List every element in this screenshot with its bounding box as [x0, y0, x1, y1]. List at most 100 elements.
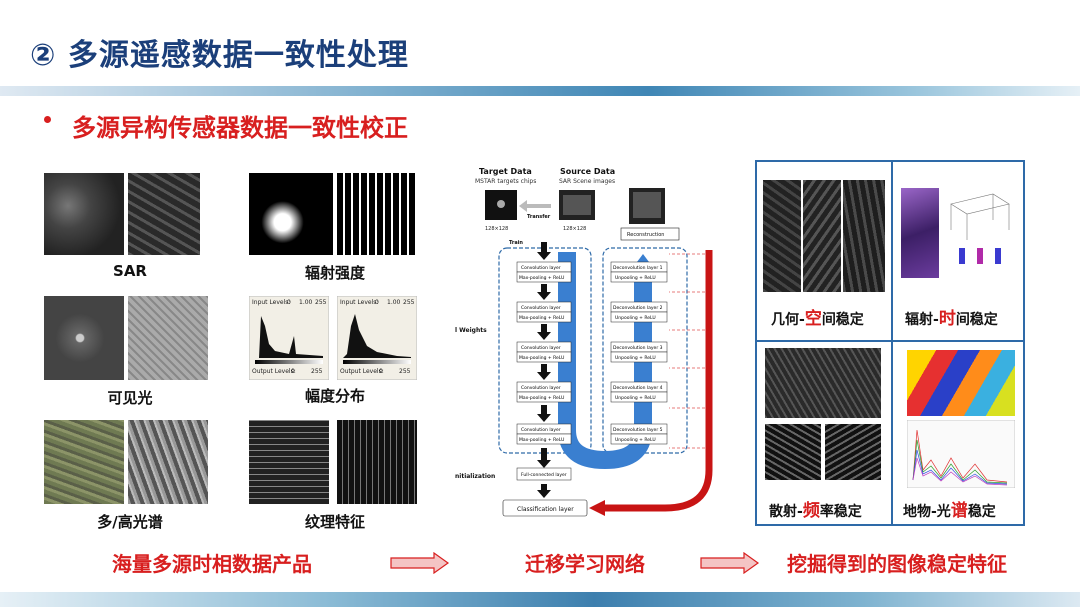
geometric-image-2: [803, 180, 841, 292]
svg-text:Unpooling + ReLU: Unpooling + ReLU: [615, 315, 656, 321]
visible-image-1: [44, 296, 124, 380]
histogram-1: Input Levels: 0 1.00 255 Output Levels: …: [249, 296, 329, 380]
svg-text:Deconvolution layer 5: Deconvolution layer 5: [613, 427, 663, 433]
scattering-image-main: [765, 348, 881, 418]
stable-features-panel: 几何-空间稳定 辐射-时间稳定 散射-频率稳定 地物-光谱稳定: [755, 160, 1025, 526]
histogram-2: Input Levels: 0 1.00 255 Output Levels: …: [337, 296, 417, 380]
svg-text:Unpooling + ReLU: Unpooling + ReLU: [615, 355, 656, 361]
svg-text:Classification layer: Classification layer: [517, 506, 574, 513]
svg-text:255: 255: [403, 299, 415, 306]
footer-band: [0, 592, 1080, 607]
sar-image-2: [128, 173, 200, 255]
footer-arrow-2: [700, 552, 760, 574]
page-title: ② 多源遥感数据一致性处理: [30, 38, 409, 73]
svg-text:255: 255: [315, 299, 327, 306]
source-data-label: Source Data: [560, 167, 615, 176]
target-data-sub: MSTAR targets chips: [475, 178, 536, 185]
svg-text:1.00: 1.00: [387, 299, 401, 306]
svg-text:Convolution layer: Convolution layer: [521, 305, 561, 311]
geometric-image-3: [843, 180, 885, 292]
source-data-sub: SAR Scene images: [559, 178, 615, 185]
svg-text:128×128: 128×128: [485, 226, 508, 232]
landcover-classification-map: [907, 350, 1015, 416]
footer-arrow-1: [390, 552, 450, 574]
transfer-arrow: [519, 200, 551, 212]
geometric-image-1: [763, 180, 801, 292]
svg-text:Input Levels:: Input Levels:: [252, 299, 290, 306]
label-scattering-frequency: 散射-频率稳定: [769, 501, 862, 521]
label-texture-features: 纹理特征: [304, 513, 365, 531]
spectral-image-1: [44, 420, 124, 504]
svg-text:0: 0: [291, 368, 295, 375]
svg-text:Train: Train: [509, 240, 523, 246]
svg-text:Input Levels:: Input Levels:: [340, 299, 378, 306]
visible-image-2: [128, 296, 208, 380]
weights-label: l Weights: [455, 327, 487, 334]
sar-image-1: [44, 173, 124, 255]
label-amplitude-distribution: 幅度分布: [304, 387, 365, 405]
svg-text:Convolution layer: Convolution layer: [521, 345, 561, 351]
texture-image-1: [249, 420, 329, 504]
target-data-label: Target Data: [479, 167, 532, 176]
radiometric-image: [901, 188, 939, 278]
svg-text:Output Levels:: Output Levels:: [252, 368, 296, 375]
svg-text:0: 0: [379, 368, 383, 375]
footer-left-text: 海量多源时相数据产品: [112, 552, 312, 576]
decoder-blocks: Deconvolution layer 1 Unpooling + ReLU De…: [610, 261, 668, 445]
initialization-label: nitialization: [455, 473, 495, 480]
bullet-dot: [44, 116, 51, 123]
reconstruction-box: [620, 227, 680, 241]
radiometric-3d-plot: [950, 193, 1010, 264]
svg-text:Deconvolution layer 2: Deconvolution layer 2: [613, 305, 663, 311]
radiation-image-2: [337, 173, 417, 255]
svg-text:255: 255: [399, 368, 411, 375]
svg-text:Deconvolution layer 3: Deconvolution layer 3: [613, 345, 663, 351]
svg-text:Max-pooling + ReLU: Max-pooling + ReLU: [519, 395, 564, 401]
texture-image-2: [337, 420, 417, 504]
svg-text:Unpooling + ReLU: Unpooling + ReLU: [615, 275, 656, 281]
svg-text:Unpooling + ReLU: Unpooling + ReLU: [615, 395, 656, 401]
svg-text:Max-pooling + ReLU: Max-pooling + ReLU: [519, 275, 564, 281]
section-subtitle: 多源异构传感器数据一致性校正: [72, 114, 408, 142]
label-radiometric-temporal: 辐射-时间稳定: [905, 309, 998, 329]
svg-text:255: 255: [311, 368, 323, 375]
spectral-curve-plot: [907, 420, 1015, 488]
svg-text:Convolution layer: Convolution layer: [521, 385, 561, 391]
down-arrows: [537, 242, 551, 498]
svg-text:Unpooling + ReLU: Unpooling + ReLU: [615, 437, 656, 443]
label-radiation-intensity: 辐射强度: [304, 264, 365, 282]
label-landcover-spectral: 地物-光谱稳定: [903, 501, 996, 521]
svg-text:Deconvolution layer 4: Deconvolution layer 4: [613, 385, 663, 391]
classification-layer-box: [502, 499, 588, 517]
transfer-network-diagram: Target Data MSTAR targets chips Source D…: [455, 167, 713, 517]
footer-right-text: 挖掘得到的图像稳定特征: [787, 552, 1007, 576]
scattering-image-2: [765, 424, 821, 480]
svg-text:Max-pooling + ReLU: Max-pooling + ReLU: [519, 355, 564, 361]
svg-text:0: 0: [287, 299, 291, 306]
radiation-image-1: [249, 173, 333, 255]
fc-layer-box: [516, 467, 572, 481]
footer-middle-text: 迁移学习网络: [525, 552, 645, 576]
transfer-label: Transfer: [527, 214, 551, 220]
svg-text:Deconvolution layer 1: Deconvolution layer 1: [613, 265, 663, 271]
label-sar: SAR: [113, 262, 147, 280]
label-geometric-spatial: 几何-空间稳定: [771, 309, 864, 329]
svg-text:Output Levels:: Output Levels:: [340, 368, 384, 375]
label-visible-light: 可见光: [107, 389, 153, 407]
label-multi-hyperspectral: 多/高光谱: [97, 513, 163, 531]
svg-text:Convolution layer: Convolution layer: [521, 265, 561, 271]
spectral-image-2: [128, 420, 208, 504]
svg-text:Full-connected layer: Full-connected layer: [521, 472, 567, 478]
svg-text:128×128: 128×128: [563, 226, 586, 232]
scattering-image-3: [825, 424, 881, 480]
svg-text:Max-pooling + ReLU: Max-pooling + ReLU: [519, 315, 564, 321]
red-dashed-arrows: [669, 253, 705, 449]
svg-text:Max-pooling + ReLU: Max-pooling + ReLU: [519, 437, 564, 443]
header-divider-band: [0, 86, 1080, 96]
red-return-arrow: [605, 250, 713, 512]
svg-text:Convolution layer: Convolution layer: [521, 427, 561, 433]
svg-text:1.00: 1.00: [299, 299, 313, 306]
svg-text:Reconstruction: Reconstruction: [627, 232, 664, 238]
svg-text:0: 0: [375, 299, 379, 306]
